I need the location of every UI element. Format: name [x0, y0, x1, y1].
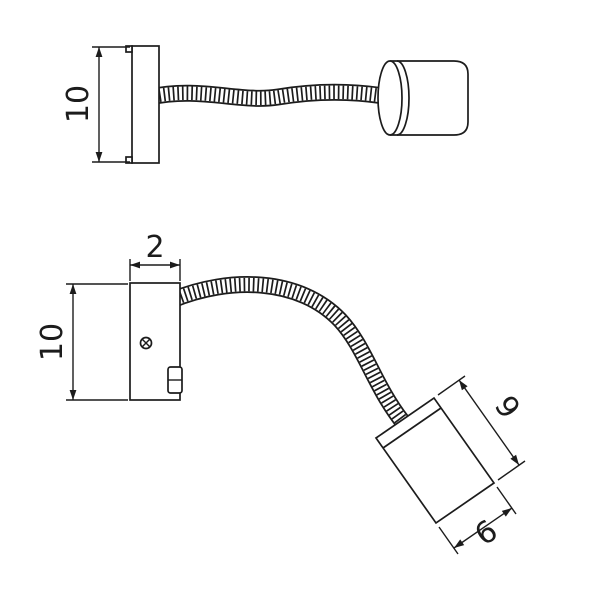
- dimension-front-height: 10: [35, 283, 128, 401]
- gooseneck-front: [168, 276, 409, 427]
- arrowhead-icon: [95, 152, 103, 162]
- dim-label-side-height: 10: [61, 85, 96, 123]
- lamp-head-side: [377, 60, 469, 136]
- wall-plate-front: [129, 282, 183, 401]
- mount-screw-bottom: [125, 156, 133, 164]
- arrowhead-icon: [459, 380, 468, 391]
- arrowhead-icon: [130, 261, 140, 269]
- head-rim-front: [382, 407, 442, 449]
- screw-head-icon: [139, 336, 153, 350]
- arrowhead-icon: [95, 47, 103, 57]
- mount-screw-top: [125, 45, 133, 53]
- wall-plate-side: [125, 45, 160, 164]
- gooseneck-side: [148, 83, 386, 107]
- dim-label-plate-depth: 2: [145, 230, 164, 265]
- lamp-head-front: [374, 396, 496, 525]
- dim-label-head-length: 9: [487, 390, 527, 426]
- arrowhead-icon: [170, 261, 180, 269]
- arrowhead-icon: [501, 508, 512, 517]
- arrowhead-icon: [69, 284, 77, 294]
- head-rim-side: [396, 60, 410, 136]
- head-cap-side: [377, 60, 403, 136]
- arrowhead-icon: [69, 390, 77, 400]
- dim-label-head-diameter: 6: [469, 513, 505, 553]
- front-view: 2 10 9 6: [35, 230, 527, 555]
- dim-label-front-height: 10: [35, 323, 70, 361]
- dimension-plate-depth: 2: [129, 230, 181, 281]
- arrowhead-icon: [510, 454, 519, 465]
- arrowhead-icon: [454, 539, 465, 548]
- side-view: 10: [61, 45, 469, 164]
- power-switch: [167, 366, 183, 394]
- dimension-side-height: 10: [61, 46, 130, 163]
